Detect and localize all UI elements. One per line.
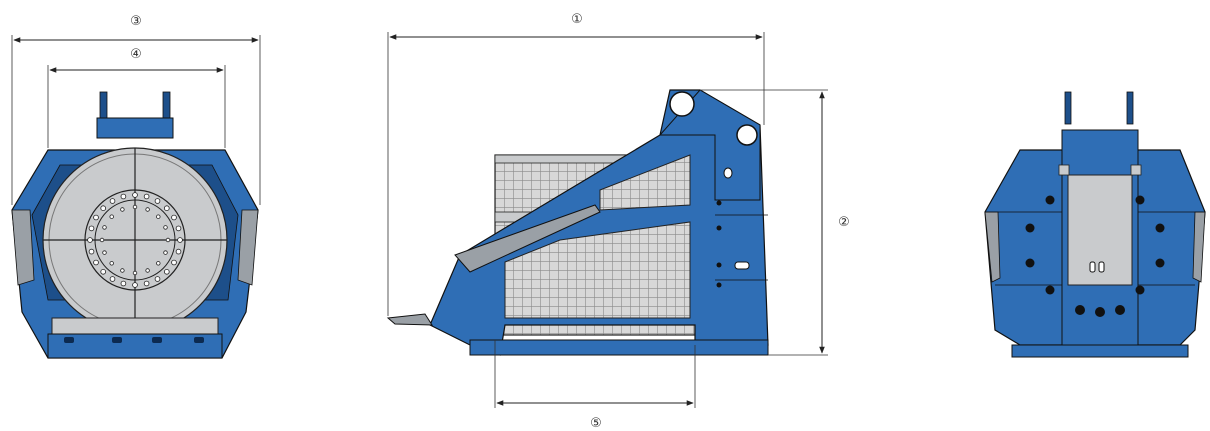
bolt xyxy=(120,207,125,212)
bolt xyxy=(93,259,99,266)
bolt-ring xyxy=(87,192,183,288)
bolt xyxy=(109,214,114,219)
bolt xyxy=(132,270,138,276)
dimension-1: ① xyxy=(387,12,765,316)
bolt xyxy=(171,259,177,266)
bolt xyxy=(102,225,107,230)
bolt xyxy=(164,268,170,275)
rear-view xyxy=(984,91,1206,358)
bolt xyxy=(88,225,95,232)
bolt xyxy=(175,225,182,232)
dimension-1-label: ① xyxy=(571,12,583,27)
dimension-2-label: ② xyxy=(838,215,850,230)
bolt xyxy=(132,192,138,198)
dimension-3: ③ xyxy=(11,14,261,205)
bolt xyxy=(99,237,105,243)
bolt xyxy=(102,250,107,255)
bolt xyxy=(143,193,150,200)
bolt xyxy=(177,237,183,243)
bolt xyxy=(145,207,150,212)
bolt xyxy=(171,214,177,221)
dimension-5: ⑤ xyxy=(494,340,696,431)
bolt xyxy=(165,237,171,243)
dimension-3-label: ③ xyxy=(130,14,142,29)
bolt xyxy=(164,205,170,212)
dimension-2: ② xyxy=(700,89,850,356)
bolt xyxy=(120,193,127,200)
bolt xyxy=(154,276,161,282)
bolt xyxy=(100,268,106,275)
bolt xyxy=(100,205,106,212)
bolt xyxy=(87,237,93,243)
dimension-5-label: ⑤ xyxy=(590,416,602,431)
dimension-4-label: ④ xyxy=(130,47,142,62)
bolt xyxy=(163,250,168,255)
bolt xyxy=(145,268,150,273)
bolt xyxy=(109,276,116,282)
bolt xyxy=(120,268,125,273)
bolt xyxy=(132,204,138,210)
bolt xyxy=(154,198,161,204)
side-view xyxy=(386,89,769,356)
bolt xyxy=(109,261,114,266)
bolt xyxy=(156,214,161,219)
bolt xyxy=(93,214,99,221)
bolt xyxy=(163,225,168,230)
bolt xyxy=(109,198,116,204)
bolt xyxy=(120,280,127,287)
bolt xyxy=(156,261,161,266)
bolt xyxy=(143,280,150,287)
bolt xyxy=(132,282,138,288)
dimension-4: ④ xyxy=(47,47,226,148)
bolt xyxy=(175,248,182,255)
bolt xyxy=(88,248,95,255)
front-view xyxy=(11,91,259,359)
